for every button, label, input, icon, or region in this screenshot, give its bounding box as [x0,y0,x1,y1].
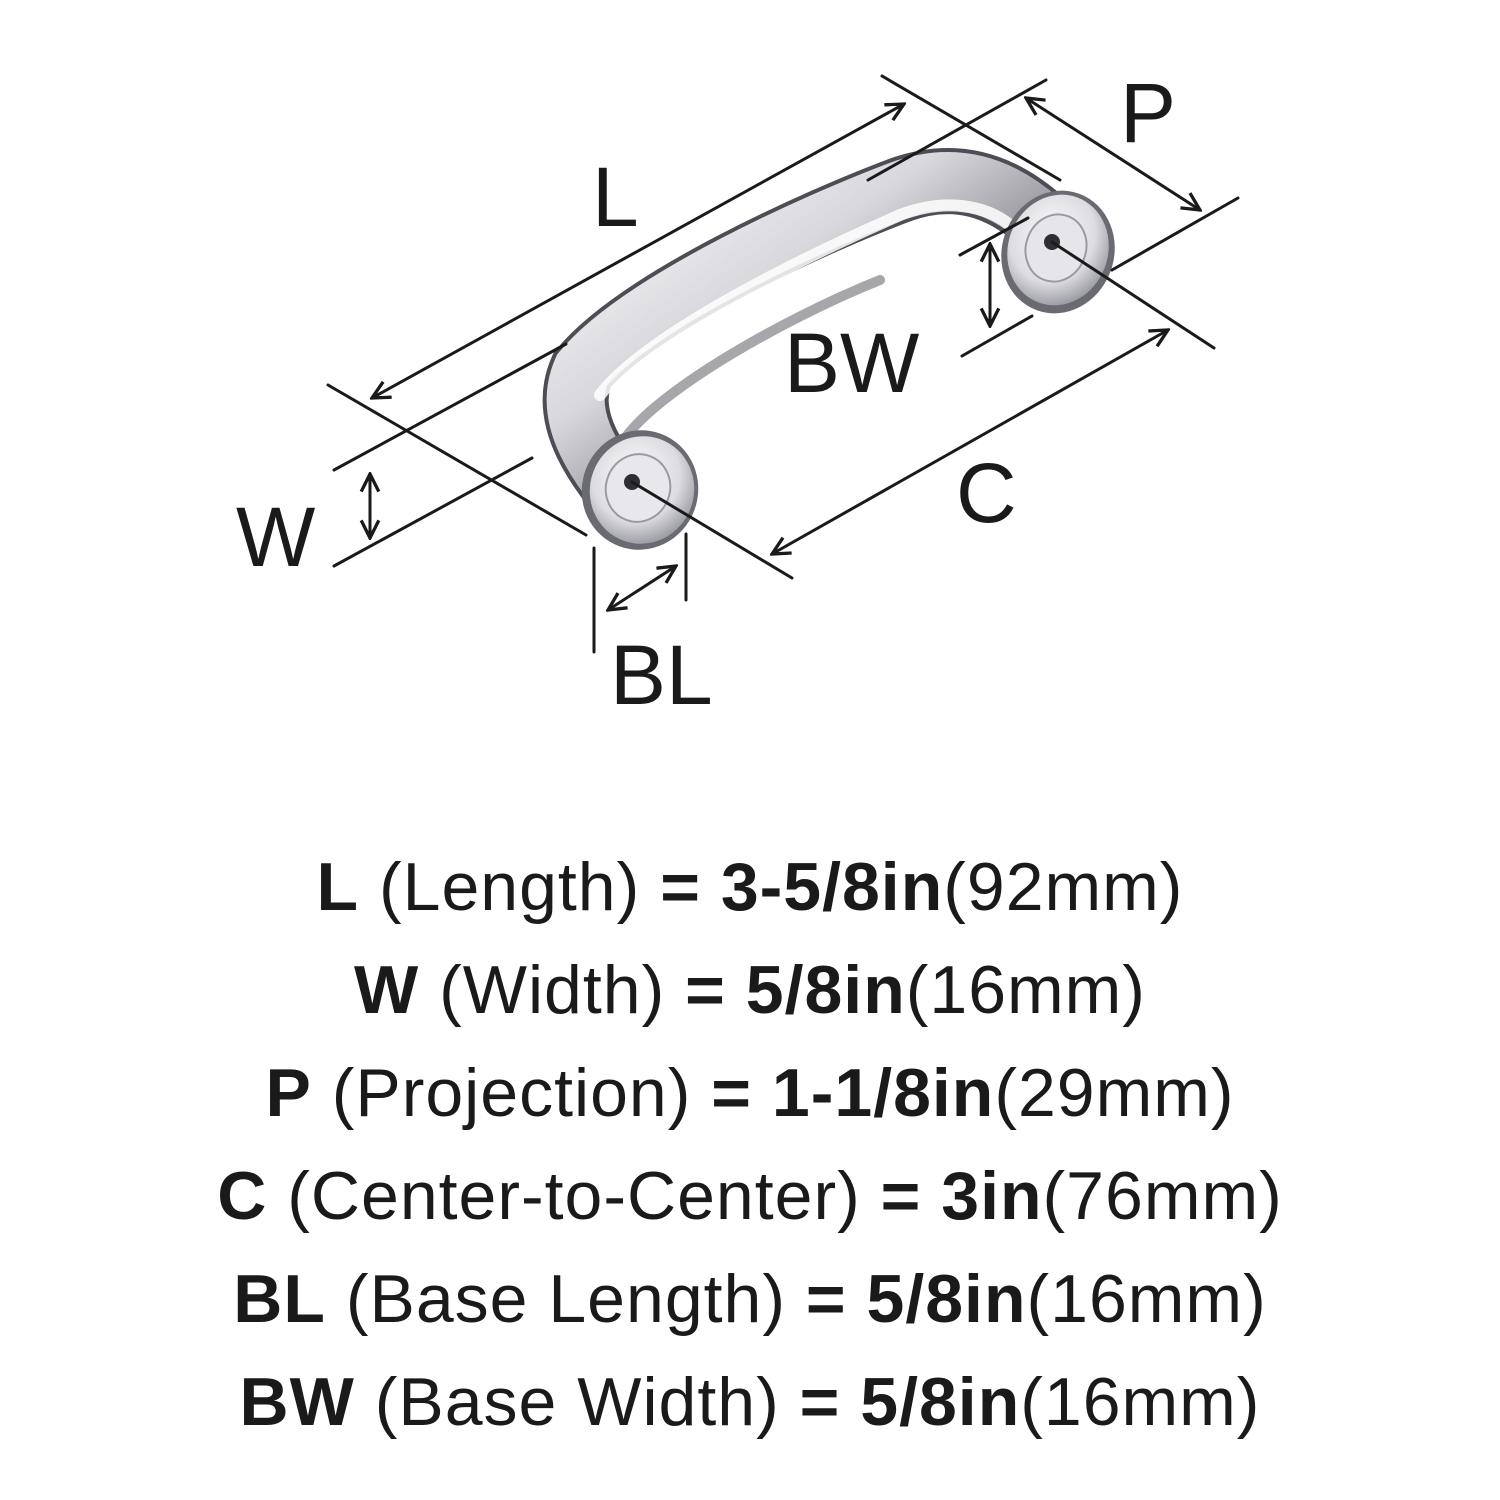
length-arrow [372,104,904,398]
label-W: W [236,490,315,584]
dimension-lines [326,74,1240,654]
width-ext-top [332,342,568,472]
center-ext-left [630,480,794,580]
spec-equals: = [805,1261,847,1337]
spec-metric: (16mm) [905,952,1146,1028]
spec-metric: (16mm) [1026,1261,1267,1337]
spec-imperial: 5/8in [866,1261,1027,1337]
spec-row-length: L (Length) = 3-5/8in(92mm) [0,836,1500,939]
label-BW: BW [784,316,919,410]
dimension-spec-list: L (Length) = 3-5/8in(92mm) W (Width) = 5… [0,836,1500,1454]
length-ext-left [326,383,588,537]
spec-name: (Length) [379,849,641,925]
base-length-arrow [608,566,676,610]
label-BL: BL [610,628,713,722]
spec-symbol: BL [233,1261,326,1337]
spec-equals: = [799,1364,841,1440]
base-width-ext-top [958,216,1030,257]
spec-row-center-to-center: C (Center-to-Center) = 3in(76mm) [0,1145,1500,1248]
projection-arrow [1026,98,1200,210]
spec-symbol: P [265,1055,312,1131]
spec-metric: (16mm) [1020,1364,1261,1440]
spec-metric: (92mm) [943,849,1184,925]
projection-ext-top [866,78,1048,182]
spec-imperial: 5/8in [860,1364,1021,1440]
base-width-ext-bottom [960,314,1034,358]
spec-imperial: 3in [941,1158,1043,1234]
left-base [581,430,699,550]
label-P: P [1120,66,1176,160]
center-ext-right [1050,240,1216,350]
center-arrow [772,330,1168,554]
spec-equals: = [711,1055,752,1131]
spec-name: (Projection) [331,1055,692,1131]
spec-row-width: W (Width) = 5/8in(16mm) [0,939,1500,1042]
width-ext-bottom [332,456,534,568]
spec-symbol: L [316,849,360,925]
spec-row-base-length: BL (Base Length) = 5/8in(16mm) [0,1248,1500,1351]
spec-name: (Center-to-Center) [287,1158,861,1234]
spec-metric: (29mm) [994,1055,1235,1131]
spec-imperial: 5/8in [745,952,906,1028]
spec-name: (Base Length) [345,1261,786,1337]
dimension-diagram: L P BW C W BL [236,66,1240,722]
right-base [1001,190,1115,314]
spec-metric: (76mm) [1042,1158,1283,1234]
spec-row-base-width: BW (Base Width) = 5/8in(16mm) [0,1351,1500,1454]
spec-row-projection: P (Projection) = 1-1/8in(29mm) [0,1042,1500,1145]
spec-name: (Base Width) [374,1364,780,1440]
spec-equals: = [880,1158,922,1234]
projection-ext-bottom [1110,196,1240,272]
spec-imperial: 3-5/8in [720,849,944,925]
spec-name: (Width) [439,952,666,1028]
spec-imperial: 1-1/8in [771,1055,995,1131]
spec-symbol: C [217,1158,268,1234]
spec-symbol: W [354,952,420,1028]
label-C: C [956,446,1017,540]
spec-symbol: BW [239,1364,355,1440]
spec-equals: = [660,849,701,925]
label-L: L [592,150,639,244]
spec-equals: = [685,952,726,1028]
